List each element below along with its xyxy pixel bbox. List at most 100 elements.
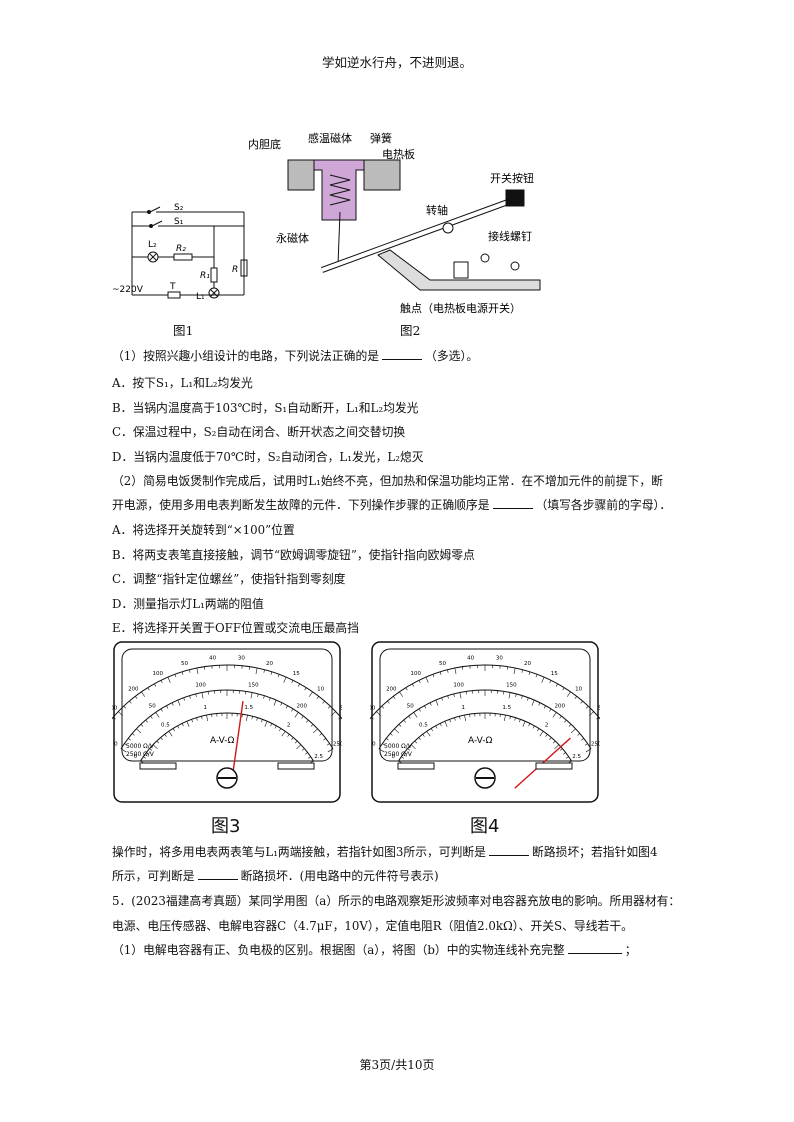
scale-label: 40 — [467, 656, 474, 662]
scale-tick — [291, 680, 294, 684]
label-t: T — [169, 282, 176, 292]
scale-label: 150 — [248, 683, 259, 689]
scale-tick — [189, 669, 191, 673]
scale-label: 2 — [545, 722, 549, 728]
scale-tick — [585, 705, 589, 709]
figure-1-caption: 图1 — [173, 323, 194, 338]
scale-label: 250 — [591, 742, 600, 748]
scale-tick — [532, 725, 535, 729]
answer-blank — [488, 845, 529, 856]
scale-tick — [449, 719, 451, 723]
scale-tick — [149, 748, 153, 751]
meter-window — [121, 648, 333, 762]
scale-tick — [447, 669, 449, 673]
scale-tick — [327, 705, 331, 709]
label-heater: 电热板 — [382, 147, 415, 161]
q2-option-a: A．将选择开关旋转到“×100”位置 — [112, 523, 295, 537]
scale-label: 200 — [555, 703, 566, 709]
page-header: 学如逆水行舟，不进则退。 — [321, 55, 472, 70]
scale-label: 2 — [287, 722, 291, 728]
meter-needle — [231, 701, 244, 776]
scale-tick — [541, 677, 545, 683]
scale-tick — [563, 752, 566, 755]
scale-tick — [519, 719, 521, 723]
figure-1-circuit: S₂ S₁ L₂ R₂ R₁ R L₁ ~220V T — [112, 203, 248, 302]
scale-tick — [124, 743, 128, 746]
scale-tick — [113, 716, 116, 720]
scale-tick — [338, 716, 341, 720]
q1-option-a: A．按下S₁，L₁和L₂均发光 — [112, 376, 253, 390]
scale-tick — [435, 699, 439, 706]
scale-tick — [174, 674, 177, 678]
label-r1: R₁ — [200, 271, 210, 281]
q2-stem-line2: 开电源，使用多用电表判断发生故障的元件．下列操作步骤的正确顺序是（填写各步骤前的… — [112, 498, 672, 512]
scale-tick — [123, 705, 127, 709]
scale-tick — [257, 693, 259, 697]
q1-option-d: D．当锅内温度低于70℃时，S₂自动闭合，L₁发光，L₂熄灭 — [112, 450, 424, 464]
label-source: ~220V — [112, 285, 144, 295]
scale-tick — [424, 705, 427, 709]
q3-line2: 所示，可判断是断路损坏．(用电路中的元件符号表示) — [112, 869, 439, 883]
q5-line3: （1）电解电容器有正、负电极的区别。根据图（a），将图（b）中的实物连线补充完整… — [112, 943, 637, 957]
scale-tick — [386, 738, 389, 741]
scale-label: 15 — [551, 671, 558, 677]
scale-tick — [308, 691, 313, 697]
scale-tick — [559, 748, 563, 751]
scale-tick — [596, 716, 599, 720]
meter-brand: A-V-Ω — [210, 736, 235, 746]
scale-label: 100 — [195, 683, 206, 689]
scale-tick — [128, 738, 131, 741]
scale-label: 10 — [575, 686, 582, 692]
scale-tick — [390, 733, 393, 736]
scale-tick — [274, 725, 277, 729]
page-footer: 第3页/共10页 — [359, 1058, 435, 1072]
scale-tick — [120, 748, 127, 753]
scale-tick — [527, 697, 529, 701]
scale-tick — [277, 674, 280, 678]
scale-tick — [310, 724, 314, 727]
scale-tick — [150, 715, 153, 719]
label-contact: 触点（电热板电源开关） — [400, 301, 521, 315]
answer-blank — [492, 498, 533, 509]
scale-tick — [196, 717, 198, 721]
scale-tick — [444, 721, 448, 727]
scale-label: 200 — [297, 703, 308, 709]
scale-tick — [393, 696, 396, 699]
scale-tick — [394, 728, 400, 734]
scale-tick — [441, 697, 443, 701]
scale-tick — [554, 744, 560, 750]
scale-tick — [425, 677, 429, 683]
figure-2-caption: 图2 — [400, 323, 421, 338]
scale-tick — [132, 733, 135, 736]
figure-2-mechanism: 内胆底 感温磁体 弹簧 电热板 开关按钮 转轴 永磁体 接线螺钉 触点（电热板电… — [248, 131, 541, 315]
scale-tick — [538, 702, 541, 706]
figure-4-meter: 1k50020010050403020151050050100150200250… — [370, 641, 600, 803]
scale-label: 200 — [386, 686, 397, 692]
scale-tick — [147, 687, 150, 691]
scale-tick — [160, 737, 163, 741]
label-inner: 内胆底 — [248, 137, 281, 151]
scale-label: 0 — [392, 754, 396, 760]
scale-tick — [280, 702, 283, 706]
scale-tick — [447, 695, 449, 699]
scale-tick — [535, 674, 538, 678]
scale-tick — [521, 695, 523, 699]
scale-tick — [301, 748, 305, 751]
scale-tick — [305, 752, 308, 755]
scale-tick — [543, 705, 546, 709]
q1-option-b: B．当锅内温度高于103℃时，S₁自动断开，L₁和L₂均发光 — [112, 401, 419, 415]
scale-tick — [515, 693, 517, 697]
scale-tick — [255, 668, 258, 675]
scale-tick — [279, 728, 282, 732]
scale-tick — [327, 748, 334, 753]
scale-tick — [273, 699, 277, 706]
scale-tick — [577, 733, 580, 736]
scale-tick — [177, 725, 180, 729]
scale-label: 5 — [340, 706, 342, 712]
answer-blank — [567, 943, 622, 954]
scale-tick — [521, 669, 523, 673]
scale-tick — [568, 724, 572, 727]
scale-tick — [298, 683, 300, 687]
scale-tick — [382, 743, 386, 746]
answer-blank — [382, 349, 423, 360]
